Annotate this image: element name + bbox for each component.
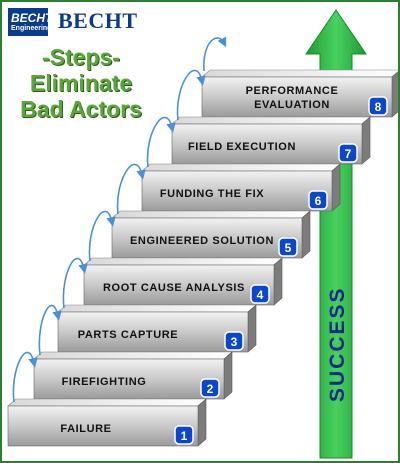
step-number-badge: [200, 378, 220, 398]
step-side-face: [301, 210, 311, 259]
step-side-face: [197, 398, 207, 447]
step-curve-arrow: [203, 36, 227, 72]
step-label: FAILURE: [60, 423, 111, 435]
step-label-line2: EVALUATION: [254, 99, 330, 111]
becht-logo: BECHT Engineering: [8, 8, 52, 36]
step-top-face: [111, 210, 311, 219]
step-label: ENGINEERED SOLUTION: [130, 235, 274, 247]
step-curve-arrow: [116, 163, 146, 215]
step-6: FUNDING THE FIX 6: [141, 163, 341, 212]
headline-line3: Bad Actors: [20, 96, 142, 122]
step-top-face: [141, 163, 341, 172]
step-front-face: [201, 76, 393, 118]
brand-name: BECHT: [58, 8, 138, 33]
step-number-badge: [308, 190, 328, 210]
step-side-face: [223, 351, 233, 400]
step-1: FAILURE 1: [7, 398, 207, 447]
step-curve-arrow: [12, 351, 38, 403]
step-label: PARTS CAPTURE: [78, 329, 179, 341]
step-side-face: [273, 257, 283, 306]
step-number: 2: [207, 382, 214, 396]
step-number-badge: [224, 331, 244, 351]
step-front-face: [111, 217, 303, 259]
headline-line1: -Steps-: [42, 44, 120, 70]
step-number: 8: [375, 100, 382, 114]
step-front-face: [141, 170, 333, 212]
step-label-line1: PERFORMANCE: [246, 85, 339, 97]
logo-line1: BECHT: [11, 11, 53, 25]
step-label: FUNDING THE FIX: [160, 188, 264, 200]
step-side-face: [361, 116, 371, 165]
step-number-badge: [338, 143, 358, 163]
step-8: PERFORMANCE EVALUATION 8: [201, 69, 398, 118]
step-label: FIREFIGHTING: [62, 376, 147, 388]
step-number: 3: [231, 335, 238, 349]
step-2: FIREFIGHTING 2: [33, 351, 233, 400]
step-number: 6: [315, 194, 322, 208]
step-top-face: [57, 304, 257, 313]
step-front-face: [33, 358, 225, 400]
step-front-face: [7, 405, 199, 447]
step-front-face: [57, 311, 249, 353]
step-curve-arrow: [146, 116, 176, 168]
step-top-face: [201, 69, 398, 78]
step-curve-arrow: [62, 257, 88, 309]
step-number: 5: [285, 241, 292, 255]
step-7: FIELD EXECUTION 7: [171, 116, 371, 165]
step-side-face: [391, 71, 398, 118]
step-curve-arrow: [38, 304, 62, 356]
headline-line2: Eliminate: [29, 70, 133, 96]
step-number-badge: [368, 96, 388, 116]
step-number-badge: [174, 425, 194, 445]
step-number: 1: [181, 429, 188, 443]
step-top-face: [7, 398, 207, 407]
step-5: ENGINEERED SOLUTION 5: [111, 210, 311, 259]
step-number: 7: [345, 147, 352, 161]
step-number-badge: [250, 284, 270, 304]
step-side-face: [331, 163, 341, 212]
step-number: 4: [257, 288, 264, 302]
success-label: SUCCESS: [326, 286, 349, 402]
step-top-face: [83, 257, 283, 266]
step-label: ROOT CAUSE ANALYSIS: [103, 282, 245, 294]
step-curve-arrow: [88, 210, 116, 262]
step-label: FIELD EXECUTION: [188, 141, 296, 153]
step-top-face: [171, 116, 371, 125]
step-4: ROOT CAUSE ANALYSIS 4: [83, 257, 283, 306]
step-top-face: [33, 351, 233, 360]
step-curve-arrow: [176, 69, 206, 121]
step-number-badge: [278, 237, 298, 257]
step-front-face: [83, 264, 275, 306]
step-3: PARTS CAPTURE 3: [57, 304, 257, 353]
logo-line2: Engineering: [11, 25, 52, 32]
step-side-face: [247, 304, 257, 353]
